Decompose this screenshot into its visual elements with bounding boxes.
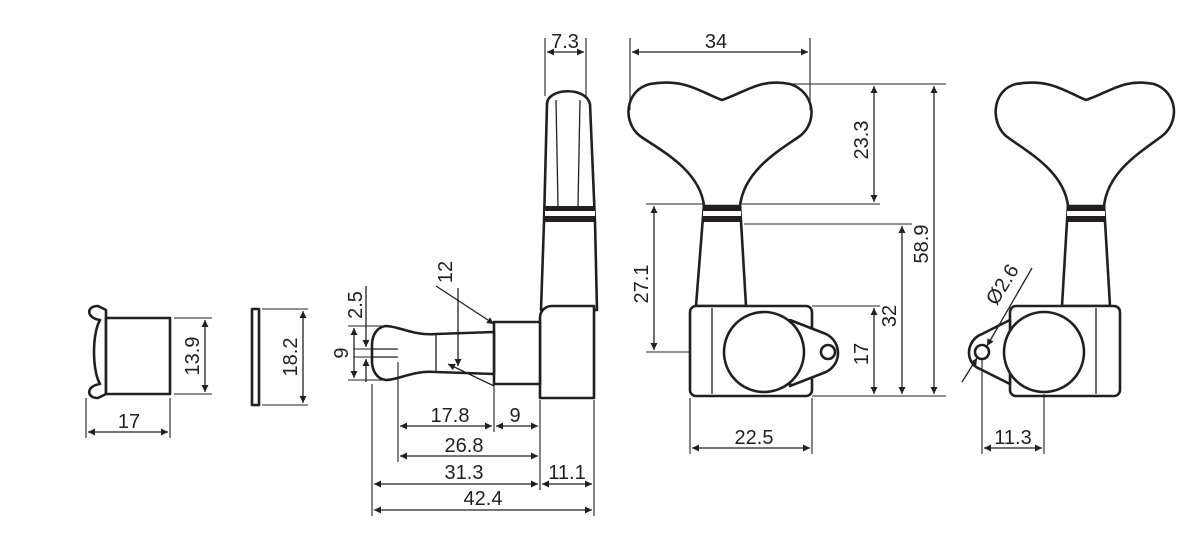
dim-label-11-3: 11.3 [994,427,1031,449]
dim-label-42-4: 42.4 [464,488,503,510]
dim-label-2-5: 2.5 [345,291,367,319]
dim-label-9-horizontal: 9 [509,405,520,427]
gear-cover-back [1002,310,1086,394]
mount-hole-front [819,343,837,361]
dim-label-27-1: 27.1 [631,265,653,304]
gear-collar [492,320,542,386]
dim-label-17-front: 17 [851,343,873,365]
front-view: 34 23.3 58.9 32 17 27.1 22.5 [627,31,946,454]
dim-label-12: 12 [435,261,457,283]
washer-body [250,307,261,407]
dim-label-13-9: 13.9 [182,337,204,376]
dim-label-22-5: 22.5 [735,427,774,449]
key-head-front [627,81,813,208]
dim-label-18-2: 18.2 [280,338,302,377]
dim-label-9-vertical: 9 [331,347,353,358]
dim-label-34: 34 [705,31,727,53]
dim-label-11-1: 11.1 [548,462,585,484]
dim-label-26-8: 26.8 [445,435,484,457]
washer-view: 18.2 [250,307,308,407]
dim-label-hole-dia: Ø2.6 [982,261,1024,309]
gear-cover-front [722,310,806,394]
dim-label-23-3: 23.3 [851,121,873,160]
side-view: 7.3 12 2.5 9 17.8 9 26.8 31.3 [331,31,599,516]
dim-label-17: 17 [118,411,140,433]
key-side [539,90,599,312]
housing-side [538,304,596,400]
post-side [370,324,496,382]
dim-label-32: 32 [879,305,901,327]
back-view: Ø2.6 11.3 [961,81,1176,454]
dim-label-7-3: 7.3 [551,31,579,53]
dim-label-17-8: 17.8 [431,405,470,427]
bushing-body [104,316,172,396]
bushing-flange [87,304,108,400]
bushing-view: 17 13.9 [85,304,212,438]
dim-label-58-9: 58.9 [911,225,933,264]
mount-hole-back [973,343,991,361]
dim-label-31-3: 31.3 [445,462,484,484]
key-head-back [994,81,1176,208]
